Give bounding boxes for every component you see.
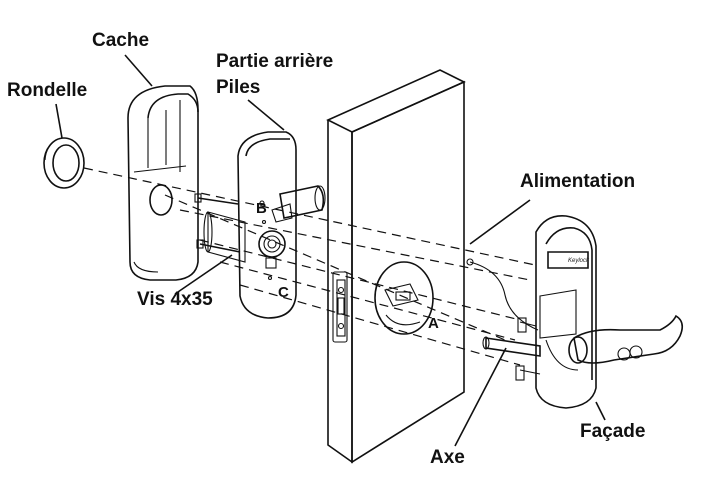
marker-b: B	[256, 200, 267, 217]
marker-c: C	[278, 284, 289, 301]
door	[326, 69, 466, 464]
label-facade: Façade	[580, 421, 645, 442]
vis-screws	[194, 193, 241, 253]
label-partie-arriere: Partie arrière	[216, 51, 333, 72]
marker-a: A	[428, 315, 439, 332]
label-cache: Cache	[92, 30, 149, 51]
brand-text: Keylock	[568, 258, 590, 264]
label-vis: Vis 4x35	[137, 289, 213, 310]
partie-arriere-backplate	[203, 131, 326, 319]
label-piles: Piles	[216, 77, 260, 98]
cache-cover	[127, 85, 199, 281]
assembly-guide-lines	[83, 167, 536, 366]
facade-front-unit: Keylock	[466, 215, 684, 409]
label-alimentation: Alimentation	[520, 171, 635, 192]
rondelle-washer	[43, 137, 85, 189]
label-axe: Axe	[430, 447, 465, 468]
leader-lines	[55, 54, 606, 447]
label-rondelle: Rondelle	[7, 80, 87, 101]
